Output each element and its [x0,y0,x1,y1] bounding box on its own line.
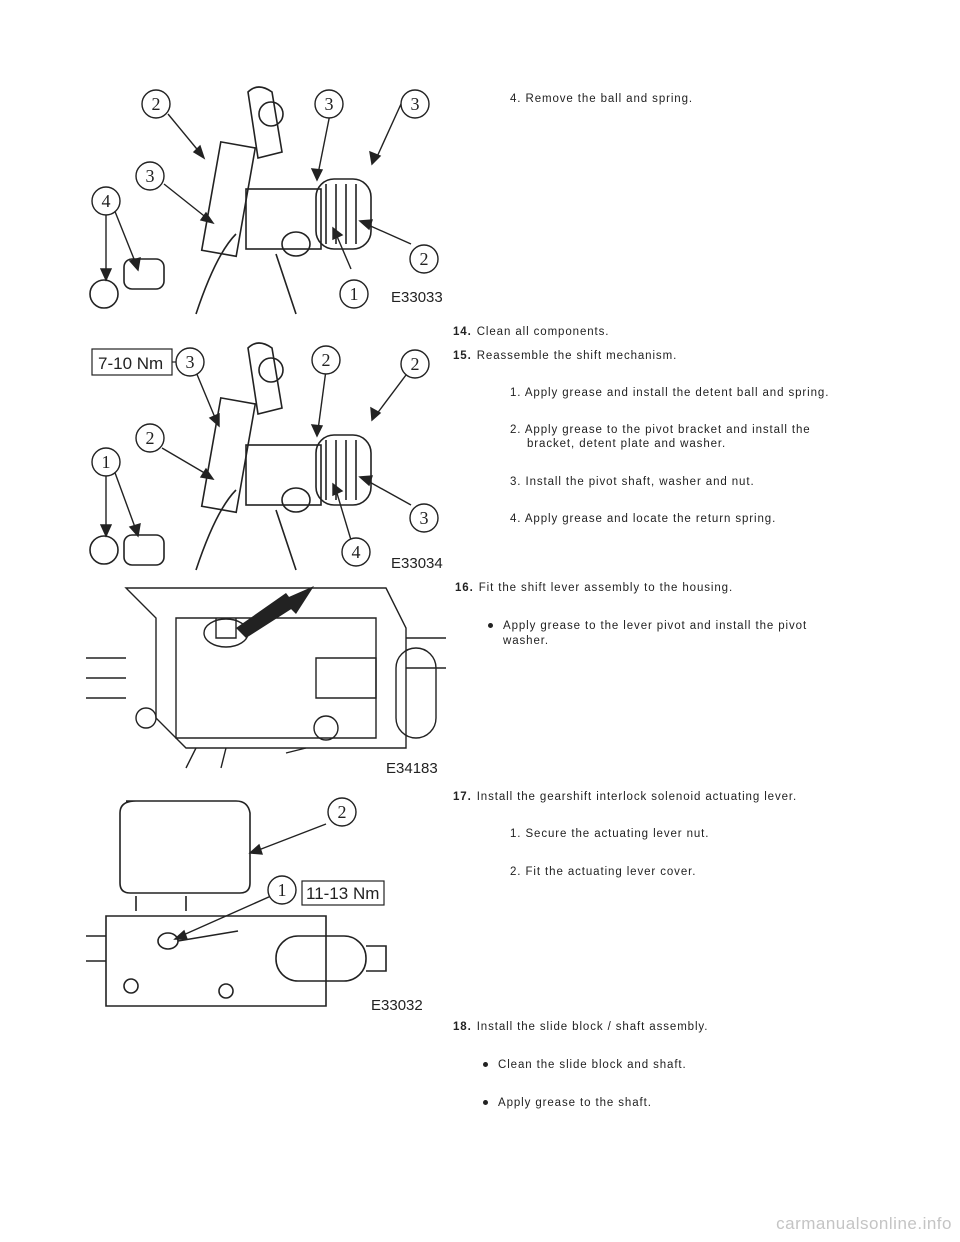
step-15-sub-1: 1. Apply grease and install the detent b… [510,387,830,399]
figure-code: E33033 [391,289,443,306]
step-14: 14. Clean all components. [453,325,609,340]
callout-number: 1 [278,880,287,900]
step-18-bullet-1: Clean the slide block and shaft. [483,1058,687,1073]
step-number: 14. [453,326,472,338]
callout-number: 2 [322,350,331,370]
figure-code: E34183 [386,760,438,777]
callout-number: 3 [186,352,195,372]
figure-e33033: 2 3 3 3 4 2 1 E33033 [86,84,446,316]
callout-number: 1 [350,284,359,304]
callout-number: 1 [102,452,111,472]
callout-number: 3 [411,94,420,114]
bullet-icon [483,1100,488,1106]
bullet-text: Apply grease to the lever pivot and inst… [503,620,808,632]
step-number: 18. [453,1021,472,1033]
figure-e33032: 2 1 11-13 Nm E33032 [86,786,446,1016]
site-watermark: carmanualsonline.info [776,1214,952,1233]
step-16-bullet-1-cont: washer. [503,635,549,647]
step-text: Fit the shift lever assembly to the hous… [478,582,734,594]
shift-lever-housing-illustration: E34183 [86,586,446,777]
step-15-sub-2: 2. Apply grease to the pivot bracket and… [510,424,811,436]
callout-number: 4 [102,191,111,211]
step-15-sub-2-cont: bracket, detent plate and washer. [527,438,727,450]
shift-mechanism-reassembly-illustration: 7-10 Nm [89,342,443,572]
callout-number: 2 [338,802,347,822]
step-15-sub-3: 3. Install the pivot shaft, washer and n… [510,476,755,488]
interlock-solenoid-lever-illustration: 2 1 11-13 Nm E33032 [86,797,423,1014]
step-17-sub-1: 1. Secure the actuating lever nut. [510,828,710,840]
figure-e33034: 7-10 Nm [86,340,446,572]
figure-e34183: E34183 [86,578,446,778]
step-number: 16. [455,582,474,594]
callout-number: 2 [146,428,155,448]
callout-number: 2 [420,249,429,269]
bullet-text: Apply grease to the shaft. [498,1097,652,1109]
step-text: Install the gearshift interlock solenoid… [476,791,798,803]
bullet-icon [488,623,493,629]
shift-mechanism-exploded-illustration: 2 3 3 3 4 2 1 E33033 [89,86,443,315]
callout-number: 3 [420,508,429,528]
callout-number: 4 [352,542,361,562]
callout-number: 3 [146,166,155,186]
figure-code: E33032 [371,997,423,1014]
callout-number: 2 [152,94,161,114]
step-17-sub-2: 2. Fit the actuating lever cover. [510,866,697,878]
callout-number: 2 [411,354,420,374]
step-18: 18. Install the slide block / shaft assem… [453,1020,708,1035]
step-text: Reassemble the shift mechanism. [476,350,678,362]
torque-label: 11-13 Nm [306,884,379,903]
step-16: 16. Fit the shift lever assembly to the h… [455,581,733,596]
step-text: Clean all components. [476,326,610,338]
step-18-bullet-2: Apply grease to the shaft. [483,1096,652,1111]
step-text: Install the slide block / shaft assembly… [476,1021,709,1033]
bullet-text: Clean the slide block and shaft. [498,1059,687,1071]
step-number: 17. [453,791,472,803]
figure-code: E33034 [391,555,443,572]
step-17: 17. Install the gearshift interlock solen… [453,790,797,805]
torque-label: 7-10 Nm [98,354,163,373]
step-15: 15. Reassemble the shift mechanism. [453,349,677,364]
callout-number: 3 [325,94,334,114]
step-15-sub-4: 4. Apply grease and locate the return sp… [510,513,777,525]
step-16-bullet-1: Apply grease to the lever pivot and inst… [488,619,807,634]
step-number: 15. [453,350,472,362]
step-13-sub-4: 4. Remove the ball and spring. [510,93,693,105]
bullet-icon [483,1062,488,1068]
